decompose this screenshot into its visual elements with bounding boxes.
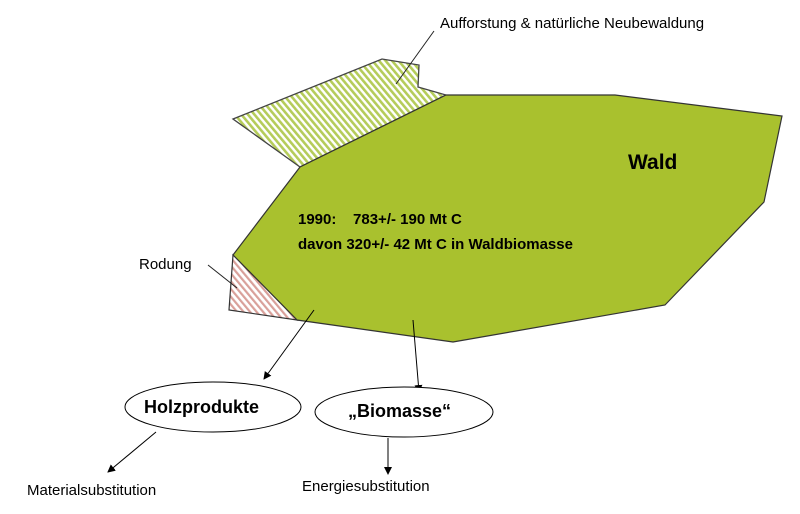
biomass-carbon-stock: davon 320+/- 42 Mt C in Waldbiomasse bbox=[298, 236, 573, 253]
arrow-to-wood-products bbox=[263, 309, 315, 380]
biomass-label: „Biomasse“ bbox=[348, 401, 452, 421]
afforestation-label: Aufforstung & natürliche Neubewaldung bbox=[440, 15, 705, 32]
material-substitution-label: Materialsubstitution bbox=[27, 482, 157, 499]
arrow-to-biomass bbox=[412, 319, 423, 393]
wood-products-ellipse bbox=[124, 381, 302, 433]
wood-products-label: Holzprodukte bbox=[144, 397, 259, 417]
forest-label: Wald bbox=[628, 151, 678, 174]
clearing-pointer bbox=[207, 264, 238, 289]
afforestation-pointer bbox=[395, 30, 435, 85]
clearing-label: Rodung bbox=[139, 256, 192, 273]
arrow-to-material-substitution bbox=[107, 431, 157, 473]
biomass-ellipse bbox=[314, 386, 494, 438]
energy-substitution-label: Energiesubstitution bbox=[302, 478, 430, 495]
carbon-stock-1990: 1990: 783+/- 190 Mt C bbox=[298, 211, 462, 228]
clearing-area bbox=[228, 253, 299, 321]
